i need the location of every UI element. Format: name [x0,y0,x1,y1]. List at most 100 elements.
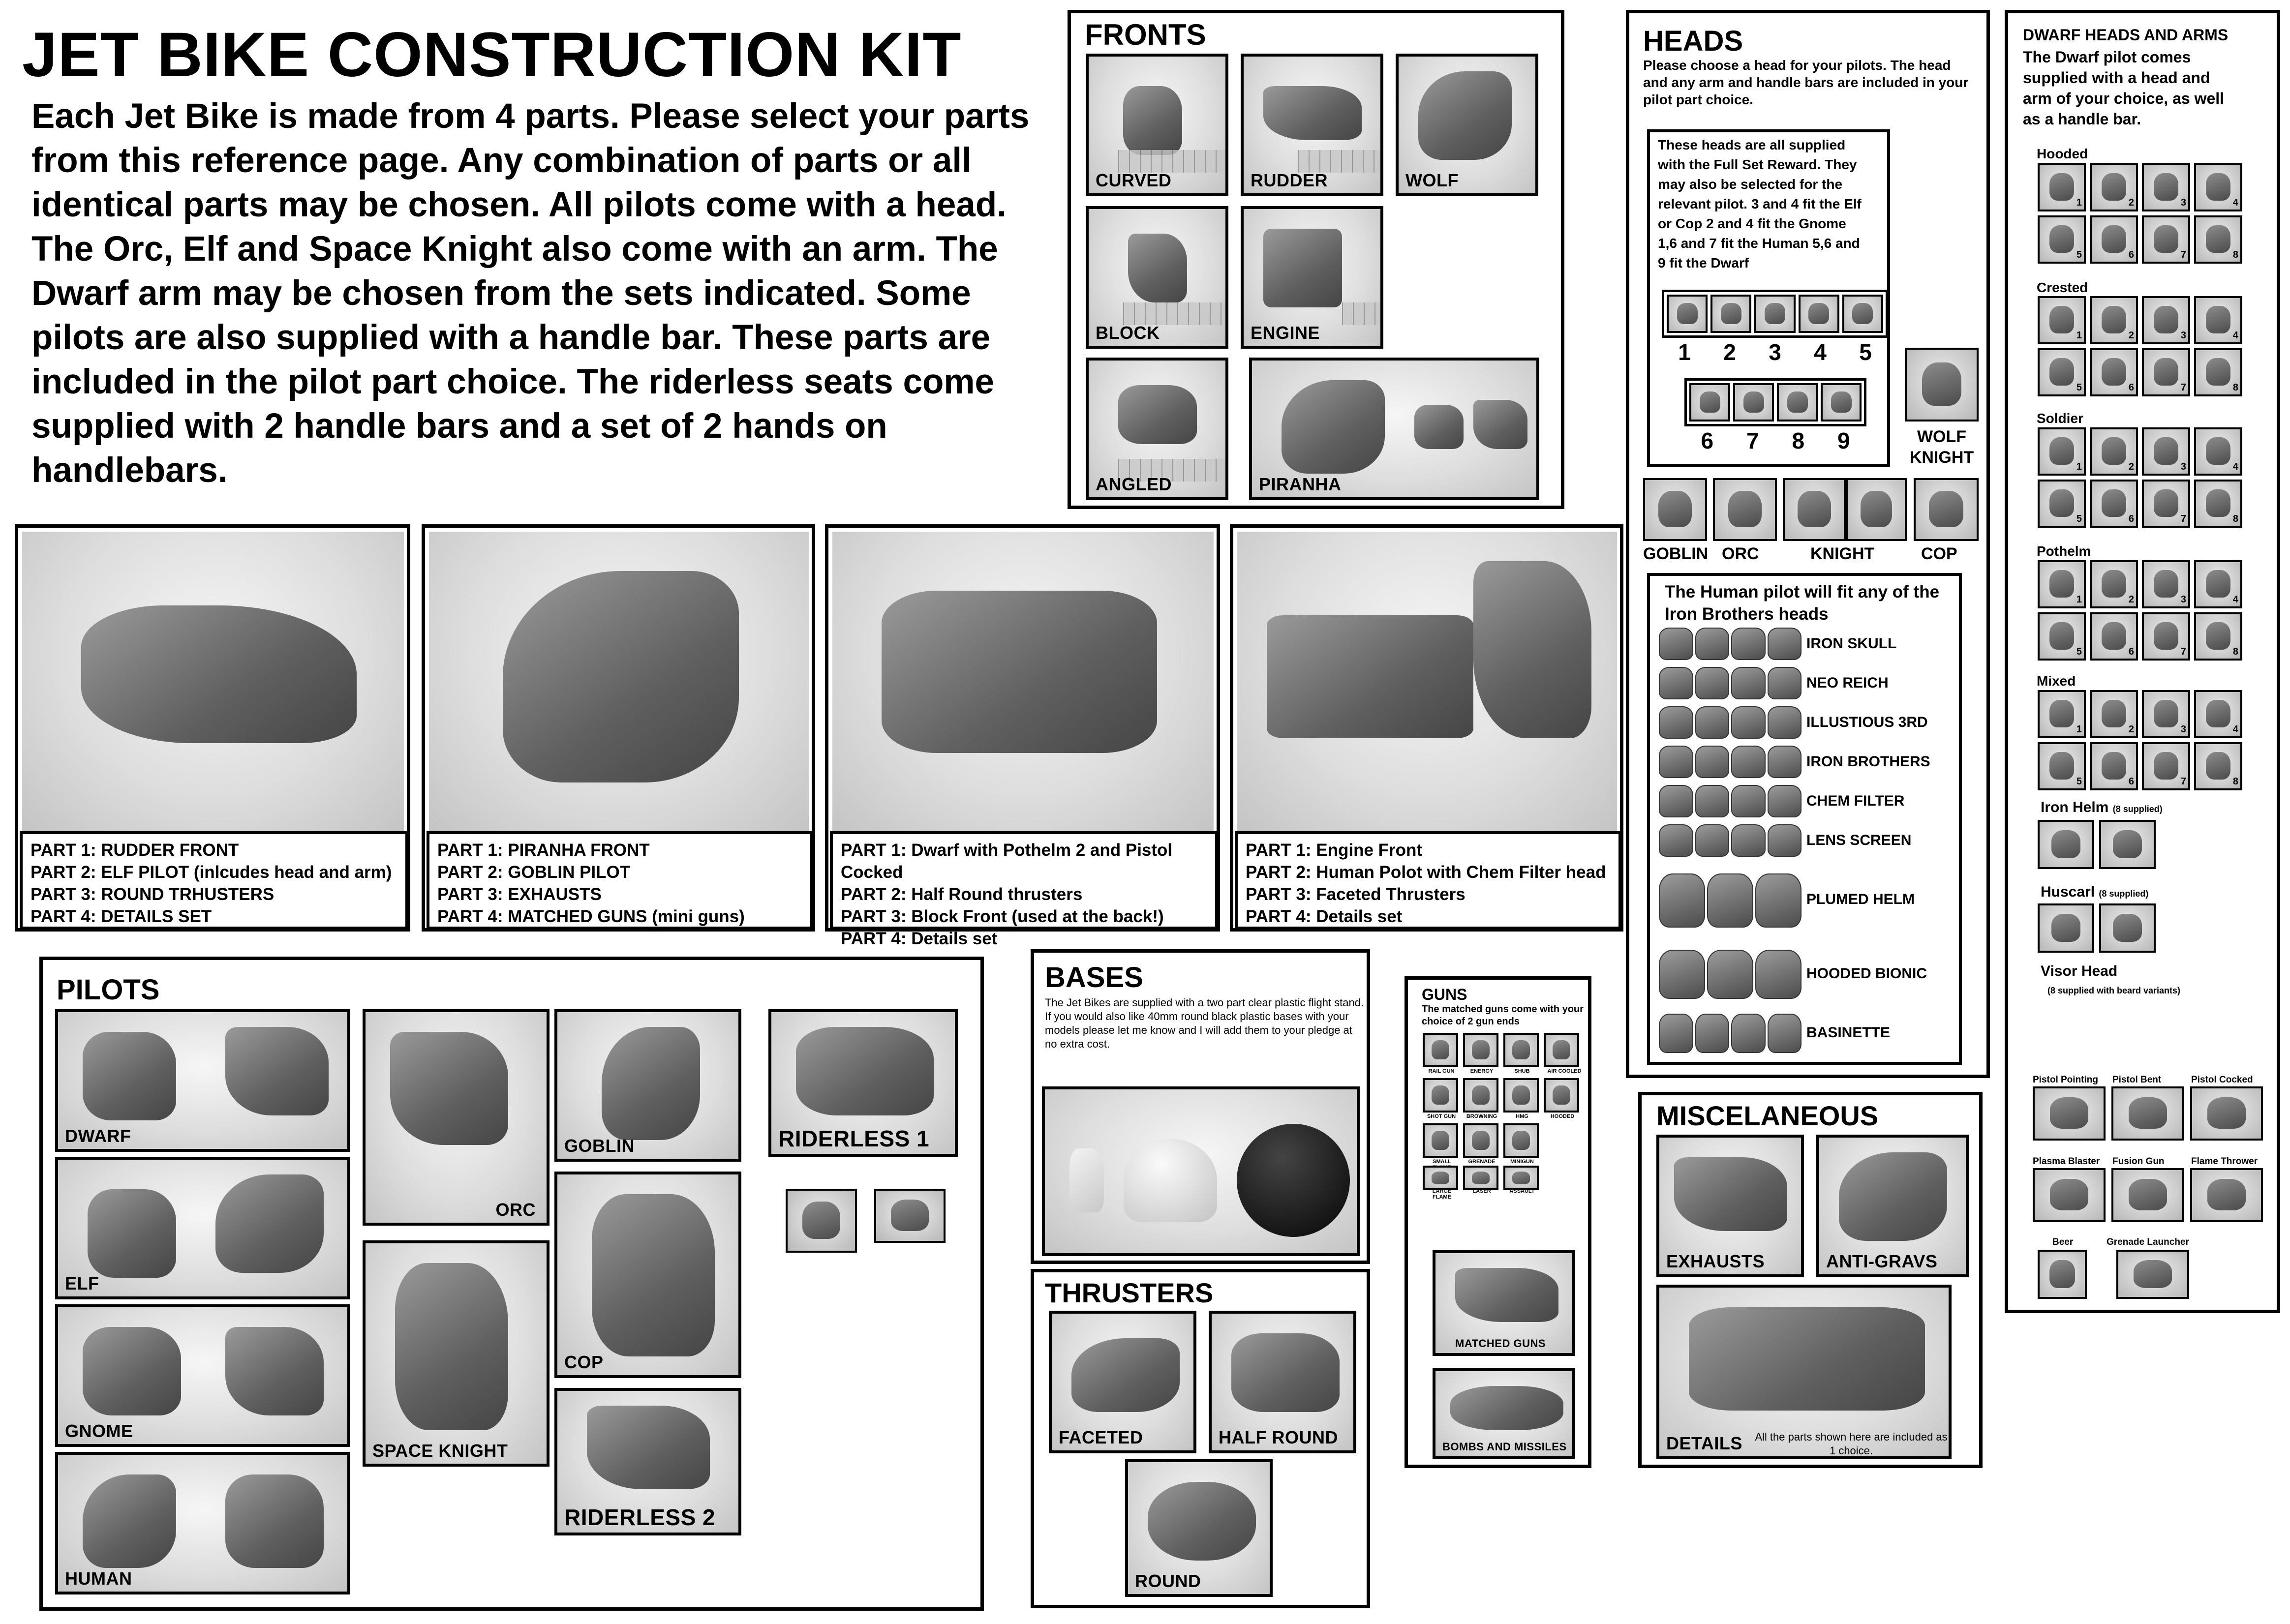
human-set-iron-skull[interactable]: IRON SKULL [1659,626,1949,662]
dwarf-visor-label: Visor Head(8 supplied with beard variant… [2041,963,2181,995]
misc-details[interactable]: DETAILS All the parts shown here are inc… [1656,1285,1952,1459]
heads-row-1 [1662,290,1888,338]
dwarf-arm-grenade-launcher[interactable] [2116,1250,2189,1299]
example-bike-1 [15,524,410,932]
dwarf-iron-helm-2[interactable] [2099,820,2156,869]
front-angled[interactable]: ANGLED [1086,358,1228,500]
pilot-gnome[interactable]: GNOME [55,1304,350,1447]
human-set-neo-reich[interactable]: NEO REICH [1659,665,1949,701]
pilot-space-knight[interactable]: SPACE KNIGHT [363,1240,550,1467]
bombs-and-missiles[interactable]: BOMBS AND MISSILES [1433,1368,1575,1459]
example-parts-3: PART 1: Dwarf with Pothelm 2 and Pistol … [830,831,1218,948]
front-curved[interactable]: CURVED [1086,54,1228,196]
dwarf-iron-helm-1[interactable] [2038,820,2094,869]
full-set-note: These heads are all supplied with the Fu… [1658,137,1862,271]
bases-title: BASES [1045,962,1143,993]
example-photo-3 [832,532,1214,832]
example-bike-4 [1230,524,1623,932]
intro-text: Each Jet Bike is made from 4 parts. Plea… [31,97,1030,490]
heads-row-2 [1684,378,1866,426]
example-parts-2: PART 1: PIRANHA FRONT PART 2: GOBLIN PIL… [427,831,813,930]
thruster-round[interactable]: ROUND [1125,1459,1273,1597]
fronts-panel: FRONTS CURVED RUDDER WOLF BLOCK ENGINE A… [1068,10,1564,509]
head-cop[interactable] [1914,478,1979,541]
human-set-basinette[interactable]: BASINETTE [1659,1012,1949,1056]
matched-guns[interactable]: MATCHED GUNS [1433,1250,1575,1356]
dwarf-huscarl-1[interactable] [2038,903,2094,953]
dwarf-title: DWARF HEADS AND ARMS [2023,26,2229,44]
dwarf-grid-pothelm: 1 2 3 4 5 6 7 8 [2038,560,2249,663]
heads-numbers-1: 1 2 3 4 5 [1678,339,1872,365]
dwarf-arms: Pistol Pointing Pistol Bent Pistol Cocke… [2033,1075,2269,1301]
bases-photo[interactable] [1042,1086,1360,1256]
human-set-lens-screen[interactable]: LENS SCREEN [1659,822,1949,859]
wolf-knight-label: WOLF KNIGHT [1909,427,1974,467]
front-wolf[interactable]: WOLF [1396,54,1538,196]
misc-anti-gravs[interactable]: ANTI-GRAVS [1816,1135,1969,1277]
pilots-panel: PILOTS DWARF ELF GNOME HUMAN ORC SPACE K… [39,957,984,1611]
dwarf-arm-pistol-cocked[interactable] [2190,1086,2263,1141]
thruster-half-round[interactable]: HALF ROUND [1209,1311,1356,1453]
dwarf-arm-pistol-bent[interactable] [2111,1086,2184,1141]
pilot-goblin[interactable]: GOBLIN [554,1009,741,1162]
dwarf-arm-pistol-pointing[interactable] [2033,1086,2106,1141]
front-piranha[interactable]: PIRANHA [1249,358,1539,500]
riderless-handlebars[interactable] [786,1189,857,1253]
human-set-illustious-3rd[interactable]: ILLUSTIOUS 3RD [1659,704,1949,741]
dwarf-panel: DWARF HEADS AND ARMS The Dwarf pilot com… [2005,10,2280,1313]
misc-exhausts[interactable]: EXHAUSTS [1656,1135,1804,1277]
head-knight-2[interactable] [1846,478,1907,541]
dwarf-arm-fusion-gun[interactable] [2111,1168,2184,1222]
example-photo-1 [22,532,404,832]
human-set-iron-brothers[interactable]: IRON BROTHERS [1659,744,1949,780]
pilot-cop[interactable]: COP [554,1172,741,1378]
pilot-riderless-1[interactable]: RIDERLESS 1 [768,1009,958,1157]
fronts-title: FRONTS [1085,18,1206,51]
human-set-plumed-helm[interactable]: PLUMED HELM [1659,872,1949,931]
page-title: JET BIKE CONSTRUCTION KIT [22,20,962,90]
gun-ends-grid: RAIL GUN ENERGY SHUB AIR COOLED SHOT GUN… [1423,1033,1585,1200]
heads-panel: HEADS Please choose a head for your pilo… [1626,10,1990,1078]
front-block[interactable]: BLOCK [1086,206,1228,349]
human-set-chem-filter[interactable]: CHEM FILTER [1659,783,1949,819]
heads-title: HEADS [1643,25,1743,57]
dwarf-grid-crested: 1 2 3 4 5 6 7 8 [2038,296,2249,399]
dwarf-grid-hooded: 1 2 3 4 5 6 7 8 [2038,163,2249,267]
dwarf-arm-beer[interactable] [2038,1250,2087,1299]
human-note: The Human pilot will fit any of the Iron… [1665,582,1940,624]
example-bike-2 [422,524,815,932]
wolf-knight-head[interactable] [1905,348,1979,421]
dwarf-huscarl-2[interactable] [2099,903,2156,953]
thruster-faceted[interactable]: FACETED [1049,1311,1196,1453]
pilot-dwarf[interactable]: DWARF [55,1009,350,1152]
dwarf-huscarl-label: Huscarl (8 supplied) [2041,884,2149,900]
dwarf-grid-mixed: 1 2 3 4 5 6 7 8 [2038,690,2249,793]
thrusters-panel: THRUSTERS FACETED HALF ROUND ROUND [1031,1269,1370,1608]
guns-title: GUNS [1422,986,1467,1003]
dwarf-iron-helm-label: Iron Helm (8 supplied) [2041,799,2163,815]
head-knight-1[interactable] [1783,478,1846,541]
example-bike-3 [825,524,1220,932]
human-set-hooded-bionic[interactable]: HOODED BIONIC [1659,948,1949,1002]
head-goblin[interactable] [1643,478,1707,541]
front-engine[interactable]: ENGINE [1241,206,1383,349]
pilots-title: PILOTS [57,974,160,1006]
pilot-human[interactable]: HUMAN [55,1452,350,1594]
misc-details-note: All the parts shown here are included as… [1755,1431,1948,1457]
misc-panel: MISCELANEOUS EXHAUSTS ANTI-GRAVS DETAILS… [1638,1092,1983,1468]
front-rudder[interactable]: RUDDER [1241,54,1383,196]
head-orc[interactable] [1713,478,1777,541]
guns-intro: The matched guns come with your choice o… [1422,1004,1584,1027]
pilot-elf[interactable]: ELF [55,1157,350,1299]
dwarf-arm-plasma-blaster[interactable] [2033,1168,2106,1222]
example-parts-4: PART 1: Engine Front PART 2: Human Polot… [1235,831,1621,930]
riderless-hands[interactable] [874,1189,946,1243]
example-photo-2 [429,532,809,832]
dwarf-arm-flame-thrower[interactable] [2190,1168,2263,1222]
pilot-riderless-2[interactable]: RIDERLESS 2 [554,1388,741,1535]
human-heads-box: The Human pilot will fit any of the Iron… [1647,573,1962,1065]
full-set-box: These heads are all supplied with the Fu… [1647,129,1890,467]
pilot-orc[interactable]: ORC [363,1009,550,1226]
misc-title: MISCELANEOUS [1656,1100,1879,1131]
dwarf-grid-soldier: 1 2 3 4 5 6 7 8 [2038,427,2249,531]
